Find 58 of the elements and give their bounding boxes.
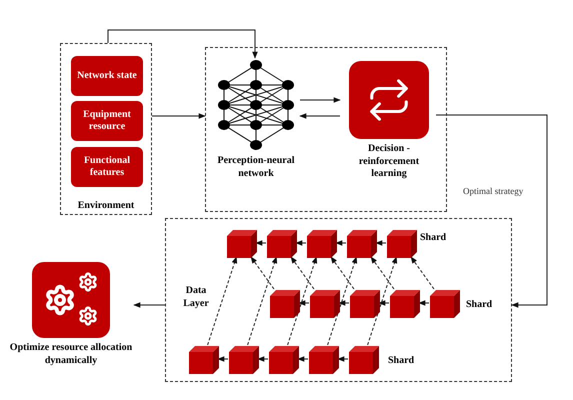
edge-label: Optimal strategy [462, 185, 524, 198]
node-caption: Decision - reinforcement learning [358, 143, 420, 180]
arrow [299, 113, 340, 119]
arrow [255, 240, 266, 246]
node-caption: Optimize resource allocation dynamically [8, 342, 134, 367]
data-block-cube [189, 346, 219, 374]
arrow [375, 240, 386, 246]
shard-label: Shard [388, 354, 414, 368]
dashed-arrow [367, 256, 398, 346]
shard-label: Shard [420, 231, 446, 245]
arrow [378, 300, 390, 306]
arrow [217, 356, 228, 362]
arrow [108, 30, 258, 59]
dashed-arrow [250, 256, 274, 290]
data-block-cube [430, 290, 460, 318]
arrow [337, 356, 348, 362]
data-block-cube [310, 290, 340, 318]
arrow [436, 114, 548, 308]
arrow [418, 300, 430, 306]
data-block-cube [227, 230, 257, 258]
group-title: Data Layer [182, 285, 210, 310]
state-box: Equipment resource [71, 101, 143, 141]
dashed-arrow [207, 256, 238, 346]
arrow [338, 300, 350, 306]
data-block-cube [307, 230, 337, 258]
data-block-cube [267, 230, 297, 258]
arrow [295, 240, 306, 246]
arrow [298, 300, 310, 306]
dashed-arrow [410, 256, 434, 290]
state-box: Functional features [71, 147, 143, 187]
state-box: Network state [71, 56, 143, 96]
data-block-cube [309, 346, 339, 374]
arrow [297, 356, 308, 362]
data-block-cube [387, 230, 417, 258]
data-block-cube [350, 290, 380, 318]
data-block-cube [270, 290, 300, 318]
arrow [300, 97, 341, 103]
arrow [152, 113, 206, 119]
dashed-arrow [247, 256, 278, 346]
node-caption: Perception-neural network [216, 155, 296, 180]
dashed-arrow [287, 256, 318, 346]
data-block-cube [349, 346, 379, 374]
dashed-group-box [165, 218, 512, 382]
dashed-arrow [370, 256, 394, 290]
dashed-arrow [327, 256, 358, 346]
dashed-group-box [205, 47, 447, 212]
arrow [335, 240, 346, 246]
arrow [257, 356, 268, 362]
data-block-cube [229, 346, 259, 374]
group-title: Environment [76, 200, 136, 212]
data-block-cube [390, 290, 420, 318]
dashed-arrow [330, 256, 354, 290]
dashed-group-box [60, 43, 152, 215]
dashed-arrow [290, 256, 314, 290]
arrow [133, 302, 166, 308]
data-block-cube [347, 230, 377, 258]
shard-label: Shard [466, 298, 492, 312]
data-block-cube [269, 346, 299, 374]
